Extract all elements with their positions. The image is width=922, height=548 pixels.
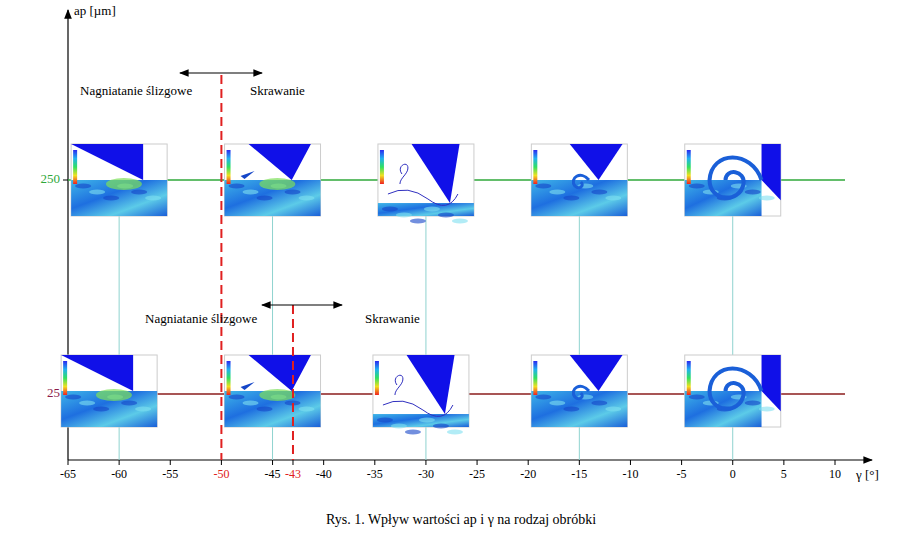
simulation-image: [225, 355, 321, 427]
tick-label: -10: [622, 468, 638, 481]
tick-label: -25: [469, 468, 485, 481]
simulation-image: [685, 355, 781, 427]
tick-label: -60: [111, 468, 127, 481]
boundary-line: [220, 75, 222, 460]
tick: [477, 460, 478, 465]
region-label: Skrawanie: [365, 312, 420, 326]
tick: [63, 180, 68, 181]
tick: [170, 460, 171, 465]
region-label: Nagniatanie ślizgowe: [145, 312, 257, 326]
range-arrow: [262, 304, 342, 305]
range-arrow: [180, 72, 262, 73]
tick: [579, 460, 580, 465]
tick: [119, 460, 120, 465]
tick: [732, 460, 733, 465]
tick-label: -5: [677, 468, 687, 481]
simulation-image: [373, 355, 469, 435]
axis-title: ap [µm]: [74, 4, 116, 18]
tick-label: -30: [418, 468, 434, 481]
tick-label: -15: [571, 468, 587, 481]
tick-label: -50: [213, 468, 229, 481]
region-label: Nagniatanie ślizgowe: [80, 84, 192, 98]
x-axis: [68, 459, 872, 460]
tick: [272, 460, 273, 465]
figure-caption: Rys. 1. Wpływ wartości ap i γ na rodzaj …: [326, 512, 596, 527]
simulation-image: [531, 355, 627, 427]
tick: [528, 460, 529, 465]
region-label: Skrawanie: [250, 84, 305, 98]
tick: [292, 460, 293, 465]
tick: [783, 460, 784, 465]
tick: [221, 460, 222, 465]
simulation-image: [71, 144, 167, 216]
tick: [630, 460, 631, 465]
tick-label: 25: [47, 386, 60, 400]
tick-label: -45: [265, 468, 281, 481]
tick-label: 0: [730, 468, 736, 481]
tick: [425, 460, 426, 465]
boundary-line: [292, 305, 294, 460]
tick-label: 250: [41, 172, 61, 186]
tick-label: 10: [829, 468, 841, 481]
axes: [63, 10, 872, 465]
simulation-image: [378, 144, 474, 224]
tick: [323, 460, 324, 465]
tick-label: -43: [285, 468, 301, 481]
tick: [68, 460, 69, 465]
simulation-image: [225, 144, 321, 216]
axis-title: γ [°]: [856, 468, 879, 482]
simulation-image: [531, 144, 627, 216]
tick-label: -65: [60, 468, 76, 481]
tick-label: -55: [162, 468, 178, 481]
simulation-image: [685, 144, 781, 216]
tick: [681, 460, 682, 465]
tick: [374, 460, 375, 465]
tick-label: 5: [781, 468, 787, 481]
tick-label: -20: [520, 468, 536, 481]
tick-label: -40: [316, 468, 332, 481]
tick: [835, 460, 836, 465]
simulation-image: [61, 355, 157, 427]
tick-label: -35: [367, 468, 383, 481]
